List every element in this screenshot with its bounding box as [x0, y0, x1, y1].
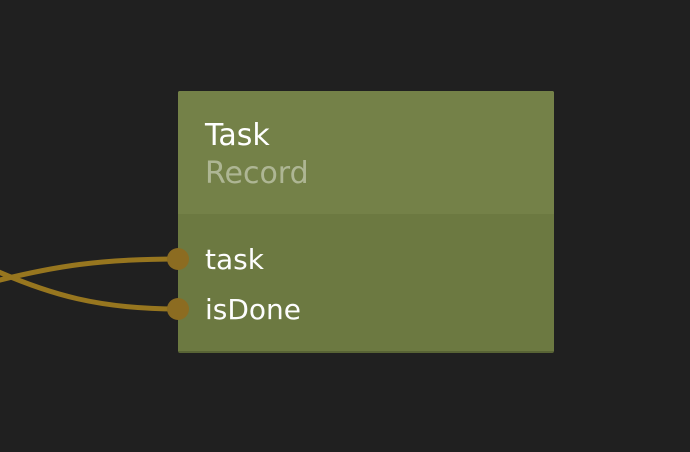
node-header[interactable]: Task Record	[178, 91, 554, 214]
field-label-task: task	[205, 242, 264, 276]
node-body: task isDone	[167, 214, 554, 334]
field-row-task: task	[167, 234, 554, 284]
node-task[interactable]: Task Record task isDone	[167, 91, 554, 353]
input-port-task[interactable]	[167, 248, 189, 270]
node-title: Task	[205, 118, 270, 153]
field-label-isdone: isDone	[205, 292, 302, 326]
field-row-isdone: isDone	[167, 284, 554, 334]
connection-wire-isdone[interactable]	[0, 269, 181, 312]
input-port-isdone[interactable]	[167, 298, 189, 320]
node-type-label: Record	[205, 156, 309, 191]
connection-wire-task[interactable]	[0, 256, 181, 283]
